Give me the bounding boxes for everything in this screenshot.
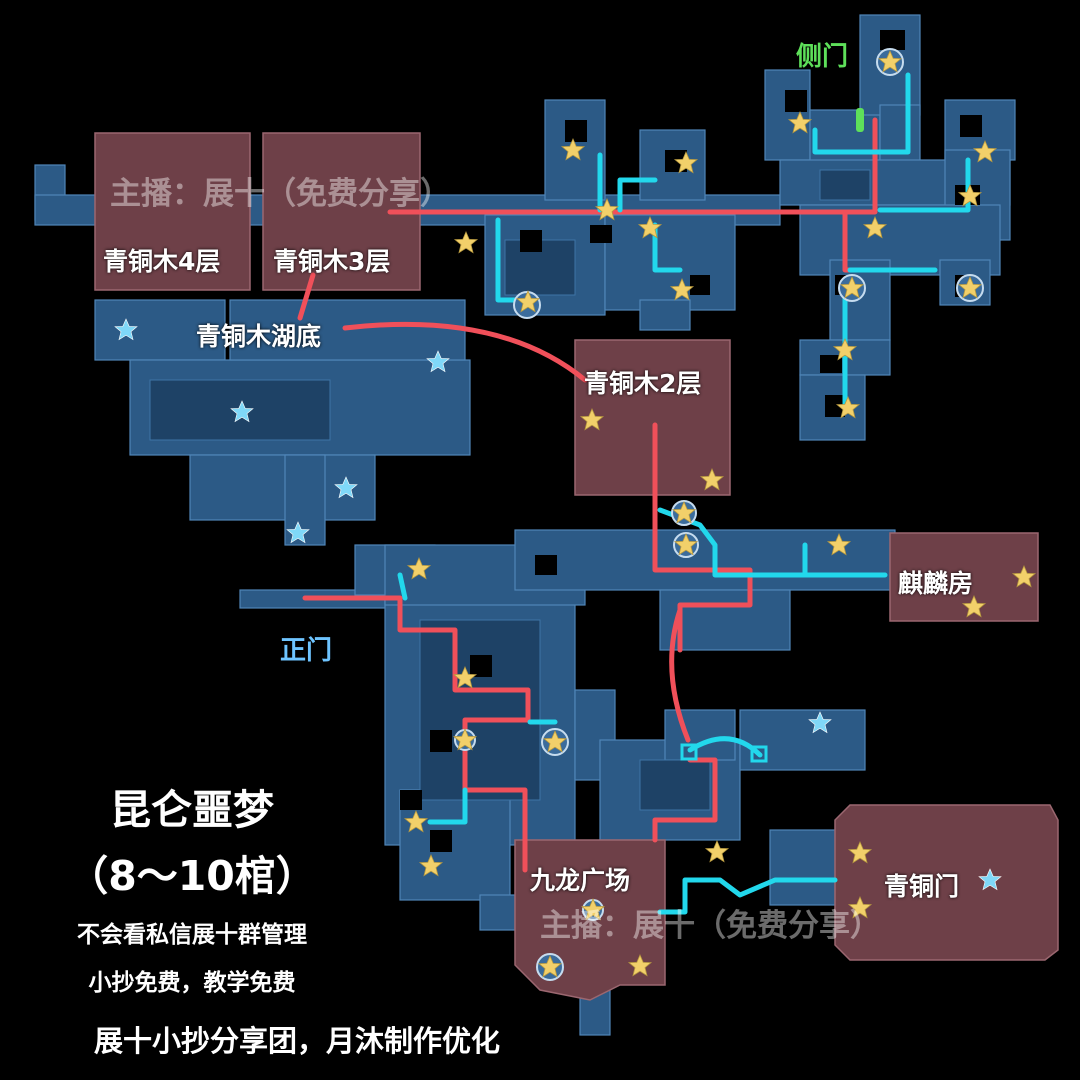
route-boxes <box>680 743 768 763</box>
note-line-1: 不会看私信展十群管理 <box>77 922 307 948</box>
main-gate-label: 正门 <box>280 636 333 666</box>
room-label-floor3: 青铜木3层 <box>273 247 391 276</box>
credit-line: 展十小抄分享团，月沐制作优化 <box>93 1024 500 1058</box>
room-label-jiulong: 九龙广场 <box>530 866 631 895</box>
room-label-lake: 青铜木湖底 <box>196 322 322 351</box>
side-gate-marker <box>856 108 864 132</box>
side-gate-label: 侧门 <box>796 42 849 72</box>
room-label-floor2: 青铜木2层 <box>584 369 702 398</box>
room-label-qilin: 麒麟房 <box>898 569 974 598</box>
map-subtitle: （8～10棺） <box>67 852 317 900</box>
cyan-route <box>397 72 971 915</box>
watermark-top: 主播：展十（免费分享） <box>110 176 451 212</box>
red-route <box>297 117 878 873</box>
watermark-bottom: 主播：展十（免费分享） <box>540 908 881 944</box>
room-label-bronze-gate: 青铜门 <box>884 872 960 901</box>
room-label-floor4: 青铜木4层 <box>103 247 221 276</box>
pillars <box>400 30 982 852</box>
map-title: 昆仑噩梦 <box>110 786 274 834</box>
note-line-2: 小抄免费，教学免费 <box>88 970 296 996</box>
